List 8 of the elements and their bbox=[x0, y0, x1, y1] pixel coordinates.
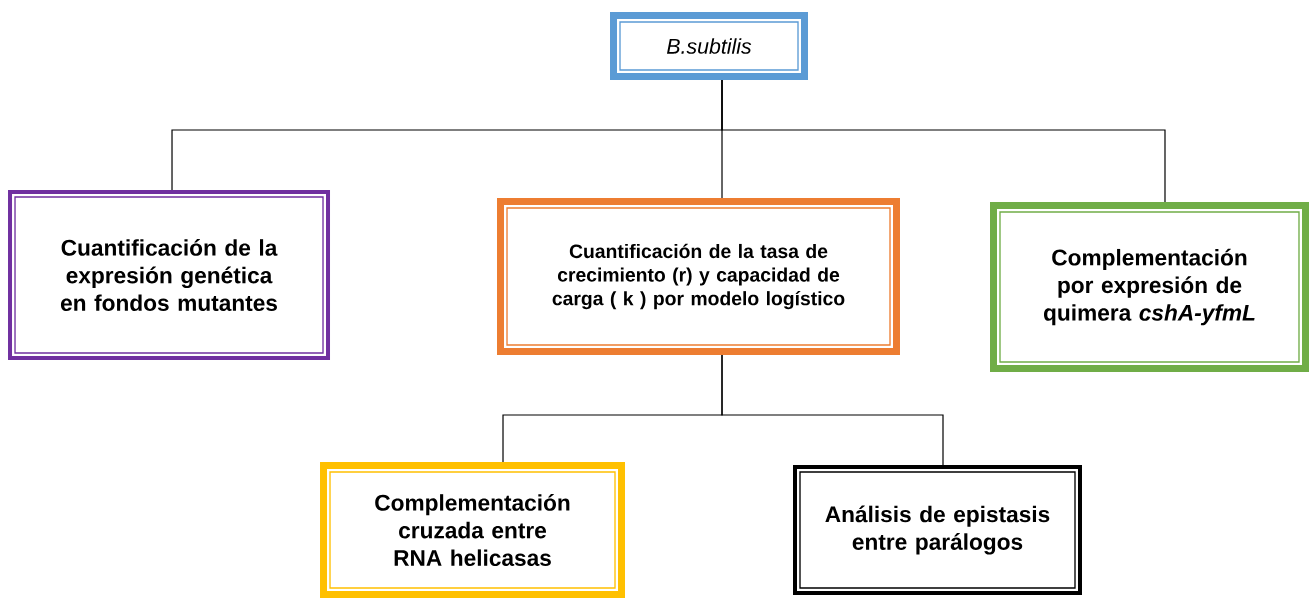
connector-line bbox=[721, 79, 1166, 203]
connector-line bbox=[721, 354, 944, 466]
text-box: Complementación por expresión de quimera cshA-yfmL bbox=[990, 202, 1309, 372]
text-box: B.subtilis bbox=[610, 12, 808, 80]
text-box: Cuantificación de la tasa de crecimiento (r) y capacidad de carga ( k ) por modelo logístico bbox=[497, 198, 900, 355]
text-box: Análisis de epistasis entre parálogos bbox=[793, 465, 1082, 595]
text-box: Cuantificación de la expresión genética en fondos mutantes bbox=[8, 190, 330, 360]
text-box: Complementación cruzada entre RNA helicasas bbox=[320, 462, 625, 598]
